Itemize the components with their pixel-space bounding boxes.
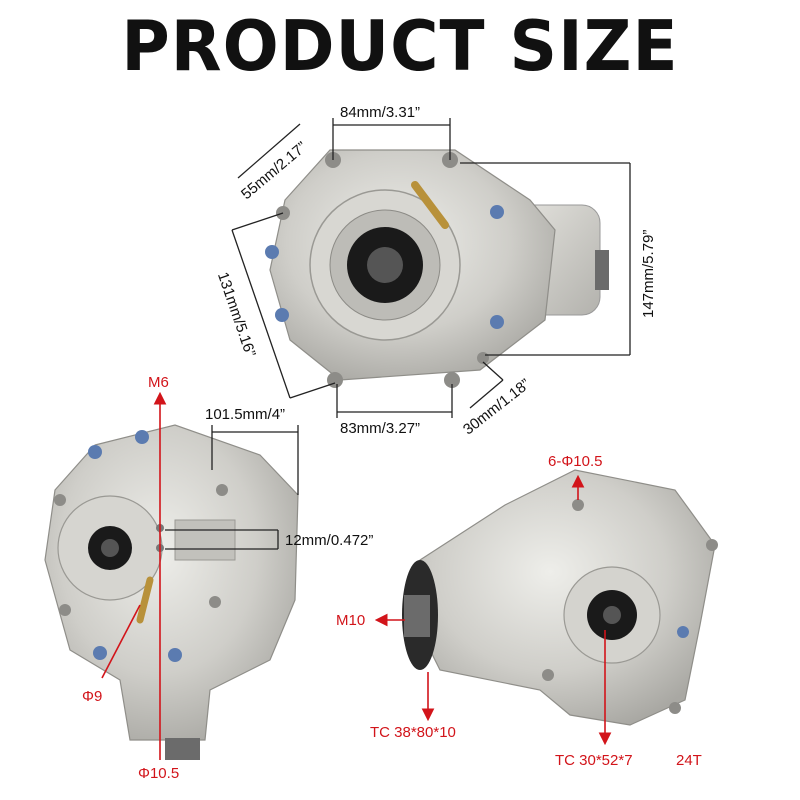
right-callout-lines bbox=[374, 474, 612, 746]
left-callout-lines bbox=[101, 391, 167, 760]
label-phi10-5: Φ10.5 bbox=[138, 765, 180, 782]
left-housing bbox=[44, 424, 299, 760]
dim-gap: 12mm/0.472” bbox=[285, 532, 374, 549]
label-phi9: Φ9 bbox=[82, 688, 103, 705]
label-seal-left: TC 38*80*10 bbox=[370, 724, 456, 741]
left-dimension-lines bbox=[165, 425, 299, 550]
dim-right-height: 147mm/5.79” bbox=[640, 229, 657, 318]
label-m6: M6 bbox=[148, 374, 169, 391]
label-teeth: 24T bbox=[676, 752, 702, 769]
label-m10: M10 bbox=[336, 612, 366, 629]
label-holes: 6-Φ10.5 bbox=[548, 453, 603, 470]
label-seal-right: TC 30*52*7 bbox=[555, 752, 633, 769]
page-title: PRODUCT SIZE bbox=[121, 6, 679, 87]
right-housing bbox=[402, 469, 718, 726]
top-dimension-lines bbox=[231, 118, 631, 418]
top-housing bbox=[265, 149, 609, 388]
dim-left-width: 101.5mm/4” bbox=[205, 406, 286, 423]
dim-bottom-width: 83mm/3.27” bbox=[340, 420, 421, 437]
dim-top-width: 84mm/3.31” bbox=[340, 104, 421, 121]
